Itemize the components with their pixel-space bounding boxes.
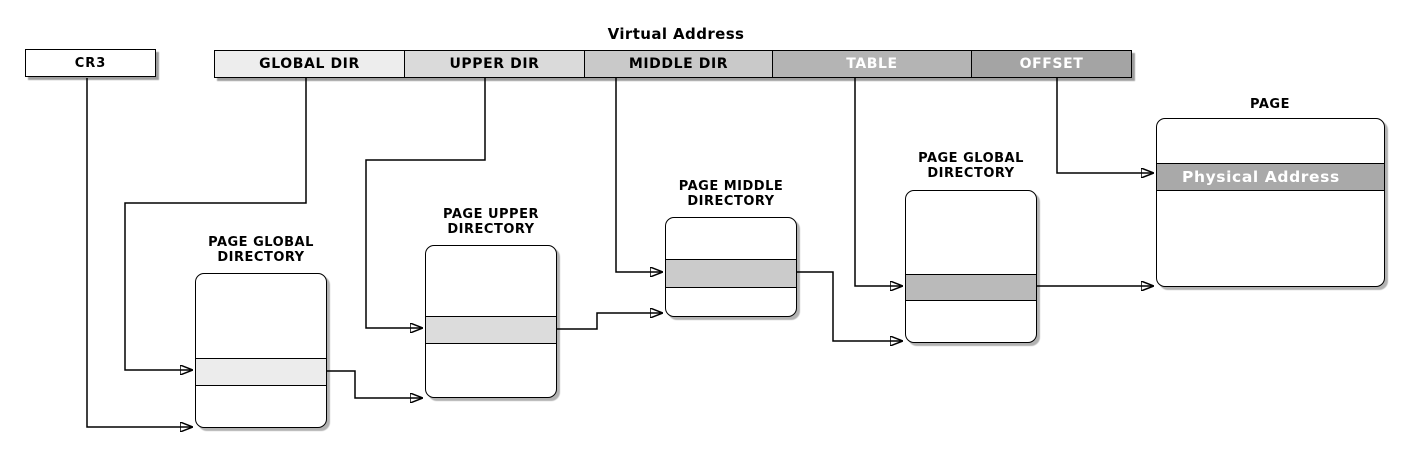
pgd2-label-line1: PAGE GLOBAL: [918, 151, 1024, 166]
pgd-label-line2: DIRECTORY: [217, 250, 305, 265]
cr3-label: CR3: [74, 55, 107, 71]
virtual-address-title: Virtual Address: [607, 25, 745, 43]
pgd-label: PAGE GLOBAL DIRECTORY: [151, 235, 371, 265]
va-field-global-dir: GLOBAL DIR: [214, 50, 405, 78]
pud-label-line1: PAGE UPPER: [443, 207, 539, 222]
page-label: PAGE: [1160, 97, 1380, 112]
pud-label: PAGE UPPER DIRECTORY: [381, 207, 601, 237]
connector-pmd-entry-to-pgd2-base: [797, 271, 902, 341]
cr3-register-box: CR3: [25, 49, 156, 77]
pud-box: [425, 245, 557, 398]
pgd2-label-line2: DIRECTORY: [927, 166, 1015, 181]
connector-pgd-entry-to-pud-base: [327, 370, 422, 398]
connector-globaldir-to-pgd-entry: [124, 78, 307, 370]
va-field-table: TABLE: [771, 50, 973, 78]
pgd-label-line1: PAGE GLOBAL: [208, 235, 314, 250]
connector-offset-to-page-entry: [1056, 78, 1153, 173]
connector-table-to-pgd2-entry: [854, 78, 902, 286]
pmd-label: PAGE MIDDLE DIRECTORY: [621, 179, 841, 209]
pgd-box: [195, 273, 327, 428]
connector-middledir-to-pmd-entry: [615, 78, 662, 272]
page-box: Physical Address: [1156, 118, 1385, 287]
pmd-label-line2: DIRECTORY: [687, 194, 775, 209]
pud-selected-entry: [426, 316, 556, 344]
connector-upperdir-to-pud-entry: [365, 78, 486, 328]
va-field-offset: OFFSET: [971, 50, 1132, 78]
virtual-address-bar: GLOBAL DIR UPPER DIR MIDDLE DIR TABLE OF…: [214, 50, 1132, 78]
va-field-middle-dir: MIDDLE DIR: [584, 50, 773, 78]
connector-pud-entry-to-pmd-base: [557, 313, 662, 330]
pgd2-box: [905, 190, 1037, 343]
pgd2-selected-entry: [906, 274, 1036, 301]
va-field-upper-dir: UPPER DIR: [403, 50, 586, 78]
connector-cr3-to-pgd-base: [86, 78, 192, 427]
pud-label-line2: DIRECTORY: [447, 222, 535, 237]
pmd-label-line1: PAGE MIDDLE: [678, 179, 784, 194]
pgd2-label: PAGE GLOBAL DIRECTORY: [861, 151, 1081, 181]
pmd-box: [665, 217, 797, 317]
physical-address-entry: Physical Address: [1157, 163, 1384, 191]
page-label-line1: PAGE: [1250, 97, 1290, 112]
pmd-selected-entry: [666, 259, 796, 288]
pgd-selected-entry: [196, 358, 326, 386]
